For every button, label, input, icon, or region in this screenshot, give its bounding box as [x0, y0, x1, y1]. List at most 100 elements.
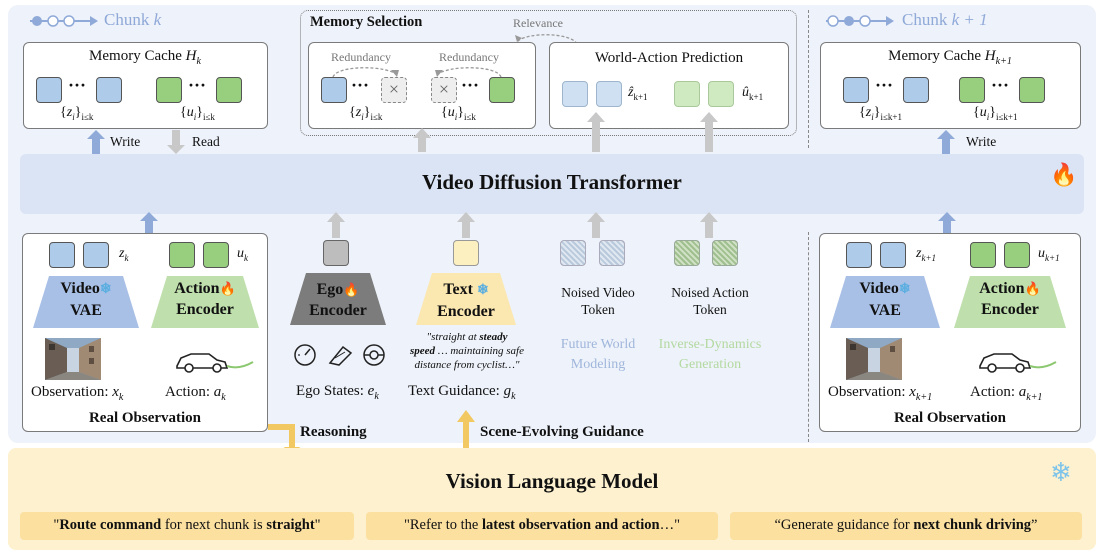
pred-u-token-2: [708, 81, 734, 107]
obs-r-u-token-1: [970, 242, 996, 268]
vlm-title: Vision Language Model: [445, 469, 659, 493]
cache-r-z-token-1: [843, 77, 869, 103]
sel-removed-u-token: ×: [431, 77, 457, 103]
sel-z-set: {zi}i≤k: [349, 105, 383, 122]
action-encoder-label-right: Action🔥Encoder: [979, 280, 1041, 318]
real-observation-right: zk+1 uk+1 Video❄VAE Action🔥Encoder Obser…: [819, 233, 1081, 432]
pred-arrow-1: [587, 112, 605, 152]
observation-label-right: Observation: xk+1: [828, 384, 933, 403]
obs-r-z-label: zk+1: [916, 246, 937, 263]
cache-r-u-token-1: [959, 77, 985, 103]
speedometer-icon: [294, 344, 316, 366]
cache-r-z-dots: ···: [875, 75, 894, 95]
memory-selection-title: Memory Selection: [310, 14, 423, 30]
observation-label: Observation: xk: [31, 384, 124, 403]
fire-icon-right: 🔥: [1024, 281, 1041, 296]
noised-action-arrow: [700, 212, 718, 238]
cache-z-token-2: [96, 77, 122, 103]
pred-z-hat: ẑk+1: [628, 85, 648, 102]
sel-z-token: [321, 77, 347, 103]
memory-selection-panel: [300, 10, 797, 136]
write-arrow-left: [87, 130, 105, 154]
noised-video-token-2: [599, 240, 625, 266]
fire-icon: 🔥: [219, 281, 236, 296]
write-arrow-right: [937, 130, 955, 154]
video-vae-shape-right: [830, 276, 940, 328]
memory-cache-right-title: Memory Cache Hk+1: [888, 48, 1012, 67]
ego-token: [323, 240, 349, 266]
video-vae-label-right: Video❄VAE: [859, 280, 911, 319]
memory-cache-right: Memory Cache Hk+1 ··· ··· {zi}i≤k+1 {ui}…: [820, 42, 1081, 129]
redundancy-label-2: Redundancy: [439, 50, 499, 64]
separator-top: [808, 10, 809, 148]
chunk-k-icon: [30, 15, 98, 27]
noised-video-token-1: [560, 240, 586, 266]
text-guidance-label: Text Guidance: gk: [408, 383, 516, 402]
obs-r-z-token-1: [846, 242, 872, 268]
cache-r-u-token-2: [1019, 77, 1045, 103]
chunk-k1-label: Chunk k + 1: [902, 10, 988, 29]
obs-arrow-left: [140, 212, 158, 234]
separator-bottom: [808, 232, 809, 442]
sel-removed-z-token: ×: [381, 77, 407, 103]
cache-u-dots: ···: [188, 75, 207, 95]
action-encoder-shape: [151, 276, 259, 328]
cache-r-u-set: {ui}i≤k+1: [973, 105, 1018, 122]
cache-z-set: {zi}i≤k: [60, 105, 94, 122]
action-label-right: Action: ak+1: [970, 384, 1043, 403]
write-label-left: Write: [110, 134, 141, 149]
relevance-arrow: [515, 34, 578, 45]
memsel-arrow: [413, 128, 431, 152]
obs-u-token-1: [169, 242, 195, 268]
dit-fire-icon: 🔥: [1050, 162, 1078, 187]
pred-z-token-1: [562, 81, 588, 107]
read-label-left: Read: [192, 134, 220, 149]
obs-arrow-right: [938, 212, 956, 234]
cache-u-token-2: [216, 77, 242, 103]
vlm-snow-icon: ❄: [1050, 458, 1072, 487]
sel-u-set: {ui}i≤k: [441, 105, 476, 122]
scene-guidance-label: Scene-Evolving Guidance: [480, 424, 644, 440]
obs-z-token-1: [49, 242, 75, 268]
snow-icon-right: ❄: [898, 282, 911, 297]
memory-selection-box: Redundancy Redundancy ··· × × ··· {zi}i≤…: [308, 42, 536, 129]
ego-encoder-shape: [290, 273, 386, 325]
car-icon-right: [979, 353, 1057, 373]
text-arrow: [457, 212, 475, 238]
cache-z-token-1: [36, 77, 62, 103]
pred-arrow-2: [700, 112, 718, 152]
memory-cache-left-title: Memory Cache Hk: [89, 48, 201, 67]
memory-cache-left: Memory Cache Hk ··· ··· {zi}i≤k {ui}i≤k: [23, 42, 268, 129]
observation-image-right: [846, 338, 902, 380]
prompt-generate-guidance: “Generate guidance for next chunk drivin…: [730, 512, 1082, 540]
video-vae-label: Video❄VAE: [60, 280, 112, 319]
action-encoder-label: Action🔥Encoder: [174, 280, 236, 318]
ego-encoder-label: Ego🔥Encoder: [309, 281, 367, 319]
ego-states-label: Ego States: ek: [296, 383, 379, 402]
read-arrow-left: [167, 130, 185, 154]
snow-icon: ❄: [99, 282, 112, 297]
noised-action-token-2: [712, 240, 738, 266]
obs-u-token-2: [203, 242, 229, 268]
text-encoder-label: Text ❄Encoder: [437, 281, 495, 320]
chunk-k1-icon: [826, 15, 894, 27]
pred-u-hat: ûk+1: [742, 85, 764, 102]
world-action-prediction-box: World-Action Prediction ẑk+1 ûk+1: [549, 42, 789, 129]
real-observation-title-left: Real Observation: [88, 410, 202, 426]
redundancy-label-1: Redundancy: [331, 50, 391, 64]
cache-r-z-token-2: [903, 77, 929, 103]
pred-z-token-2: [596, 81, 622, 107]
chunk-k-label: Chunk k: [104, 10, 162, 29]
obs-r-u-token-2: [1004, 242, 1030, 268]
prompt-route-command: "Route command for next chunk is straigh…: [20, 512, 354, 540]
cache-u-token-1: [156, 77, 182, 103]
text-encoder-shape: [416, 273, 516, 325]
cache-r-u-dots: ···: [991, 75, 1010, 95]
action-encoder-shape-right: [954, 276, 1066, 328]
wap-title: World-Action Prediction: [594, 50, 744, 66]
